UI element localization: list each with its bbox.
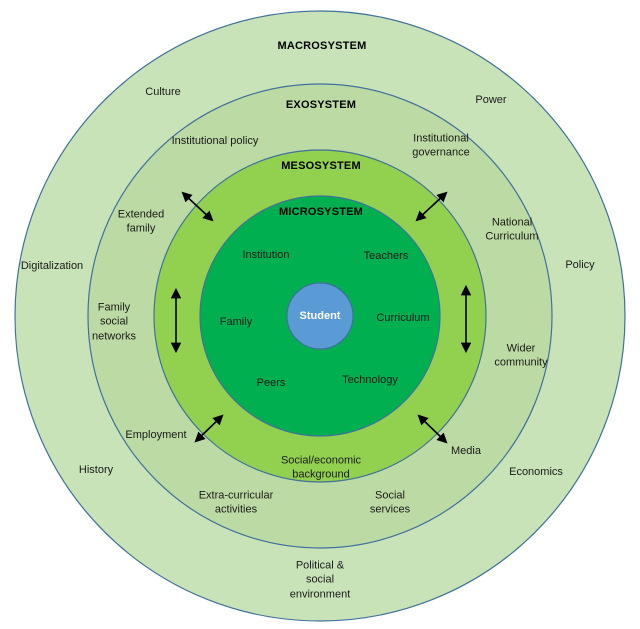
label-family: Family bbox=[219, 315, 253, 328]
label-wider-community: Wider community bbox=[494, 342, 548, 369]
label-power: Power bbox=[475, 93, 507, 106]
label-social-economic-background: Social/economic background bbox=[280, 454, 362, 481]
macrosystem-title: MACROSYSTEM bbox=[277, 39, 367, 52]
label-extra-curricular-activities: Extra-curricular activities bbox=[198, 489, 274, 516]
label-family-social-networks: Family social networks bbox=[91, 301, 137, 343]
mesosystem-arrow-top-right-icon bbox=[415, 191, 448, 222]
exosystem-title: EXOSYSTEM bbox=[285, 98, 357, 111]
mesosystem-arrow-bottom-right-icon bbox=[417, 414, 448, 444]
label-institutional-policy: Institutional policy bbox=[171, 134, 259, 147]
label-digitalization: Digitalization bbox=[20, 259, 84, 272]
label-political-social-environment: Political & social environment bbox=[289, 559, 351, 601]
label-institutional-governance: Institutional governance bbox=[412, 132, 470, 159]
label-extended-family: Extended family bbox=[117, 208, 165, 235]
mesosystem-title: MESOSYSTEM bbox=[281, 159, 361, 172]
label-institution: Institution bbox=[242, 248, 290, 261]
label-economics: Economics bbox=[509, 465, 563, 478]
label-technology: Technology bbox=[342, 373, 398, 386]
label-peers: Peers bbox=[256, 376, 286, 389]
label-culture: Culture bbox=[145, 85, 181, 98]
label-history: History bbox=[78, 463, 114, 476]
label-student: Student bbox=[299, 309, 341, 322]
label-employment: Employment bbox=[125, 428, 187, 441]
label-curriculum: Curriculum bbox=[376, 311, 430, 324]
label-teachers: Teachers bbox=[363, 249, 409, 262]
label-policy: Policy bbox=[565, 258, 595, 271]
label-social-services: Social services bbox=[369, 489, 411, 516]
student-circle bbox=[286, 282, 354, 350]
label-media: Media bbox=[451, 444, 481, 457]
microsystem-title: MICROSYSTEM bbox=[278, 205, 364, 218]
mesosystem-arrow-top-left-icon bbox=[181, 191, 214, 222]
mesosystem-arrow-bottom-left-icon bbox=[194, 414, 224, 443]
label-national-curriculum: National Curriculum bbox=[485, 216, 539, 243]
